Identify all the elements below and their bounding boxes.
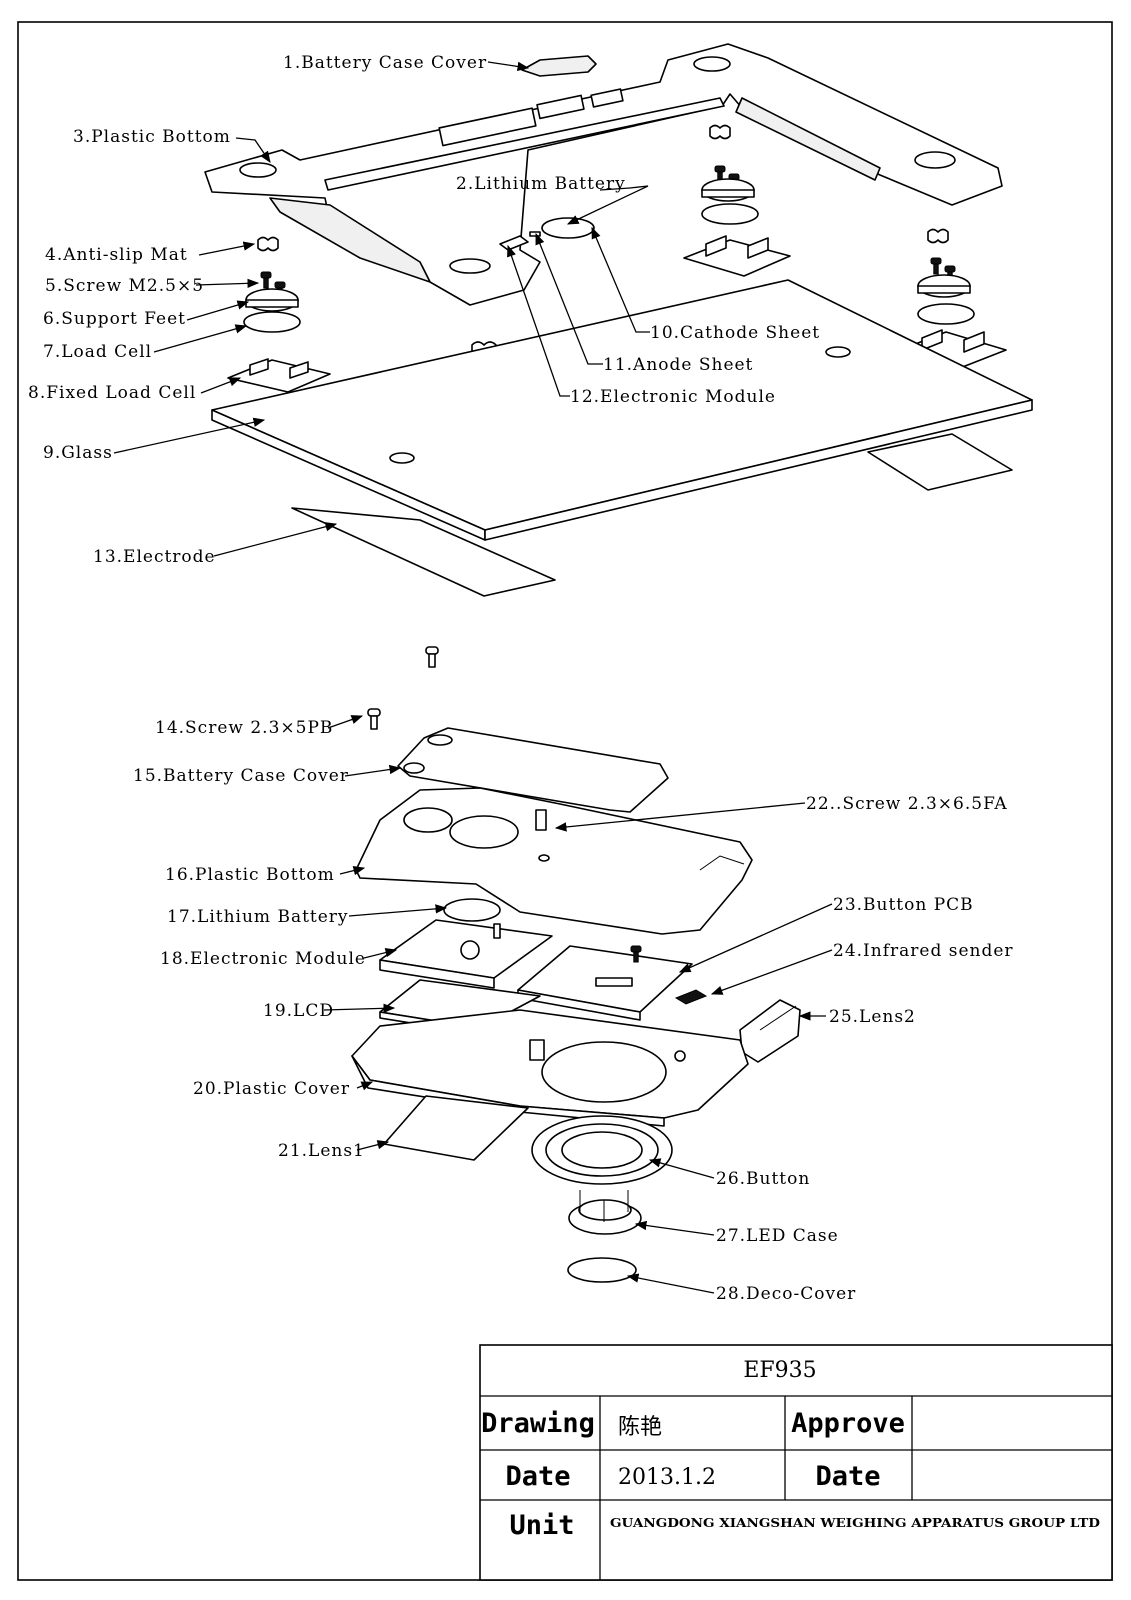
label-load-cell-7: 7.Load Cell — [43, 342, 152, 362]
unit-value: GUANGDONG XIANGSHAN WEIGHING APPARATUS G… — [610, 1515, 1100, 1530]
label-cathode-sheet-10: 10.Cathode Sheet — [650, 323, 820, 343]
plastic-bottom-frame — [204, 43, 1003, 306]
button-ring — [531, 1115, 673, 1185]
plastic-cover — [351, 1009, 749, 1127]
approve-label: Approve — [791, 1408, 905, 1439]
date2-label: Date — [815, 1461, 880, 1492]
lens2 — [739, 999, 801, 1063]
label-battery-case-cover-15: 15.Battery Case Cover — [133, 766, 349, 786]
label-lcd-19: 19.LCD — [263, 1001, 334, 1021]
glass-platform — [211, 279, 1033, 541]
label-battery-case-cover-1: 1.Battery Case Cover — [283, 53, 487, 73]
label-deco-cover-28: 28.Deco-Cover — [716, 1284, 856, 1304]
anti-slip-mat — [927, 228, 949, 244]
model-number: EF935 — [743, 1358, 816, 1383]
label-screw-22: 22..Screw 2.3×6.5FA — [806, 794, 1008, 814]
label-plastic-cover-20: 20.Plastic Cover — [193, 1079, 350, 1099]
electronic-module-top — [499, 235, 529, 251]
button-pcb — [517, 945, 693, 1021]
plastic-bottom-housing — [355, 787, 753, 935]
lithium-battery — [443, 898, 501, 922]
label-lithium-battery-17: 17.Lithium Battery — [167, 907, 349, 927]
label-electronic-module-18: 18.Electronic Module — [160, 949, 366, 969]
label-anode-sheet-11: 11.Anode Sheet — [603, 355, 753, 375]
drawing-value: 陈艳 — [618, 1415, 662, 1440]
electrode-strip — [291, 507, 556, 597]
foot-stack-upper-right — [683, 165, 791, 277]
drawing-label: Drawing — [481, 1408, 595, 1439]
label-button-pcb-23: 23.Button PCB — [833, 895, 974, 915]
anti-slip-mat — [709, 124, 731, 140]
infrared-sender — [674, 989, 708, 1005]
battery-case-cover-top — [521, 55, 597, 77]
date-value: 2013.1.2 — [618, 1465, 716, 1490]
lower-assembly — [351, 646, 801, 1283]
label-led-case-27: 27.LED Case — [716, 1226, 839, 1246]
label-screw-14: 14.Screw 2.3×5PB — [155, 718, 333, 738]
unit-label: Unit — [509, 1510, 574, 1541]
lithium-battery-top — [541, 217, 595, 239]
foot-stack-right — [899, 257, 1007, 369]
label-plastic-bottom-16: 16.Plastic Bottom — [165, 865, 335, 885]
foot-stack-left — [227, 271, 331, 393]
label-lens1-21: 21.Lens1 — [278, 1141, 365, 1161]
anti-slip-mat — [257, 236, 279, 252]
label-glass-9: 9.Glass — [43, 443, 113, 463]
label-infrared-sender-24: 24.Infrared sender — [833, 941, 1014, 961]
battery-case-cover — [397, 727, 669, 813]
electronic-module — [379, 919, 553, 989]
lens1 — [383, 1095, 529, 1161]
label-lens2-25: 25.Lens2 — [829, 1007, 916, 1027]
label-anti-slip-mat-4: 4.Anti-slip Mat — [45, 245, 188, 265]
date-label: Date — [505, 1461, 570, 1492]
label-lithium-battery-2: 2.Lithium Battery — [456, 174, 626, 194]
deco-cover — [567, 1257, 637, 1283]
label-screw-5: 5.Screw M2.5×5 — [45, 276, 204, 296]
leader-lines — [113, 61, 833, 1294]
label-plastic-bottom-3: 3.Plastic Bottom — [73, 127, 231, 147]
electrode-strip-right — [867, 433, 1013, 491]
title-block: EF935 Drawing 陈艳 Approve Date 2013.1.2 D… — [479, 1344, 1113, 1581]
label-electrode-13: 13.Electrode — [93, 547, 216, 567]
led-case — [568, 1190, 642, 1235]
label-support-feet-6: 6.Support Feet — [43, 309, 186, 329]
label-electronic-module-12: 12.Electronic Module — [570, 387, 776, 407]
label-fixed-load-cell-8: 8.Fixed Load Cell — [28, 383, 196, 403]
label-button-26: 26.Button — [716, 1169, 810, 1189]
upper-assembly — [204, 43, 1033, 597]
part-labels: 1.Battery Case Cover 2.Lithium Battery 3… — [28, 53, 1014, 1304]
